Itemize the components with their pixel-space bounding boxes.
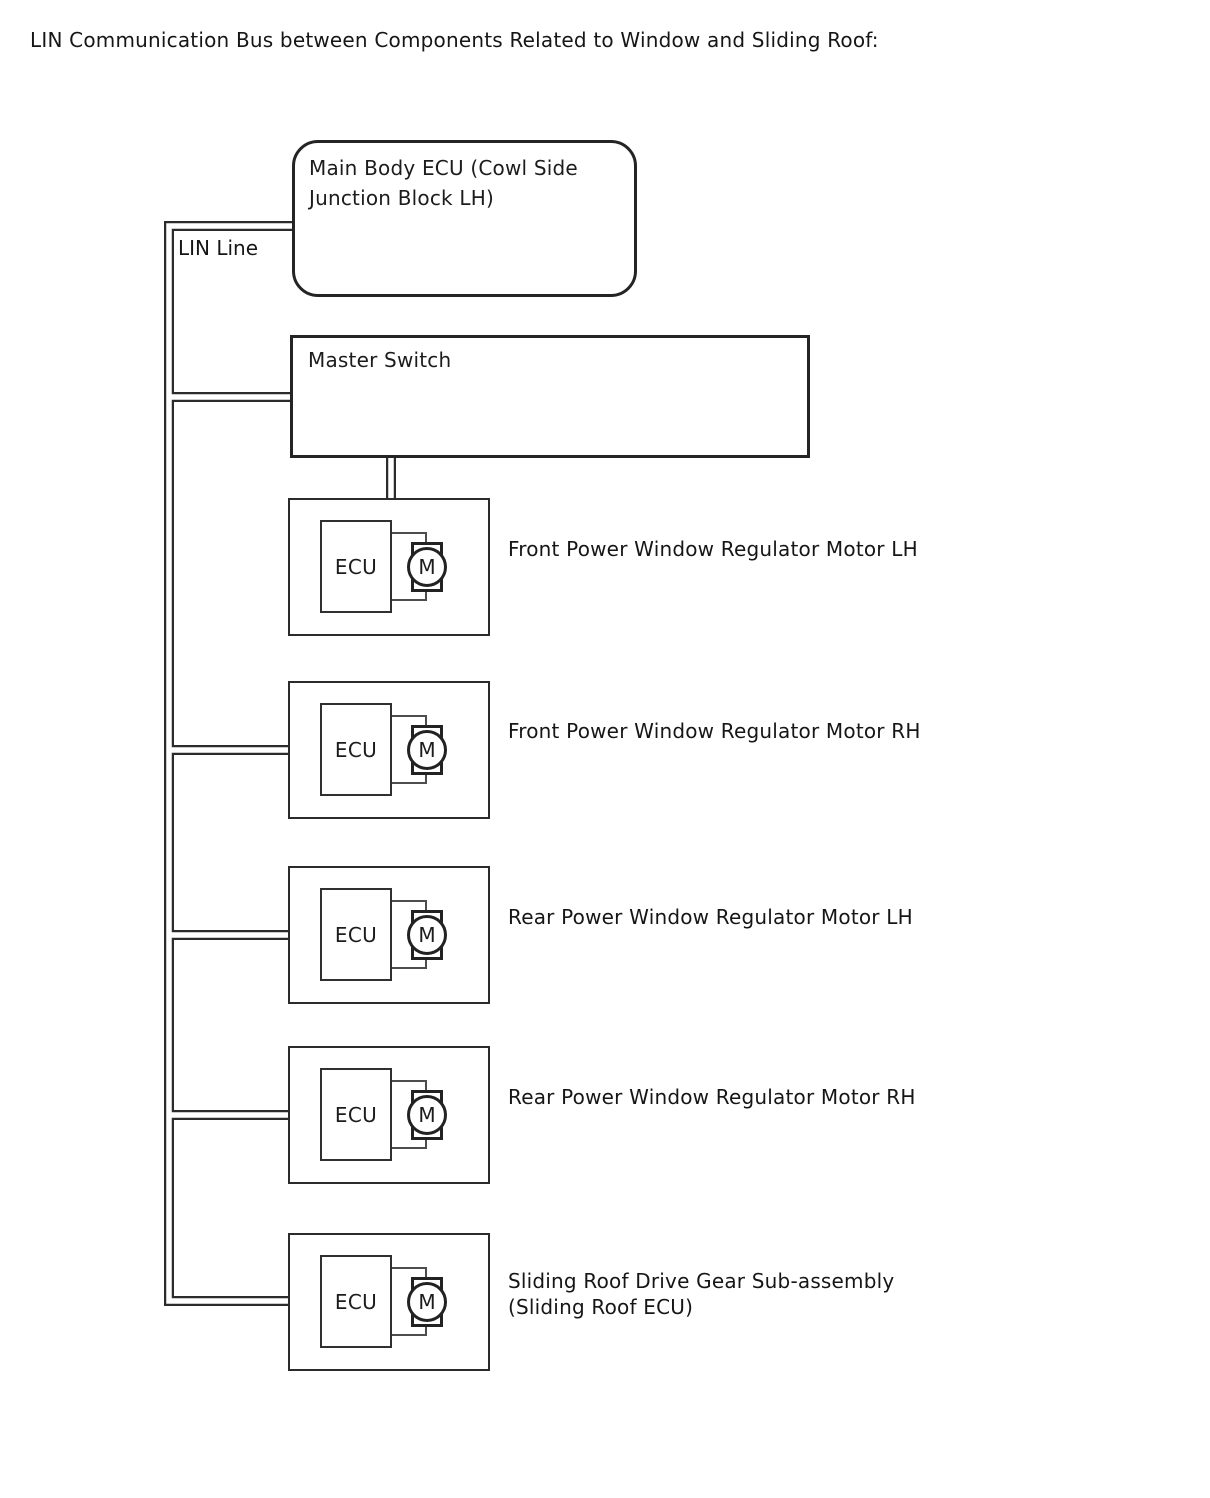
master-switch-label: Master Switch <box>308 348 452 372</box>
component-label-sliding-roof: Sliding Roof Drive Gear Sub-assembly (Sl… <box>508 1269 895 1319</box>
component-box-front-lh: ECU M <box>288 498 490 636</box>
component-box-sliding-roof: ECU M <box>288 1233 490 1371</box>
motor-wire-bottom <box>391 957 427 969</box>
motor-m-icon: M <box>407 730 447 770</box>
motor-wire-top <box>391 1080 427 1092</box>
motor-wire-top <box>391 1267 427 1279</box>
component-box-front-rh: ECU M <box>288 681 490 819</box>
component-box-rear-rh: ECU M <box>288 1046 490 1184</box>
main-body-ecu-node: Main Body ECU (Cowl Side Junction Block … <box>292 140 637 297</box>
ecu-box: ECU <box>320 1255 392 1348</box>
motor-wire-top <box>391 715 427 727</box>
motor-m-icon: M <box>407 915 447 955</box>
component-label-front-rh: Front Power Window Regulator Motor RH <box>508 719 921 743</box>
component-label-rear-rh: Rear Power Window Regulator Motor RH <box>508 1085 916 1109</box>
motor-wire-bottom <box>391 1137 427 1149</box>
master-switch-node: Master Switch <box>290 335 810 458</box>
component-box-rear-lh: ECU M <box>288 866 490 1004</box>
motor-wire-bottom <box>391 589 427 601</box>
motor-m-icon: M <box>407 547 447 587</box>
motor-m-icon: M <box>407 1095 447 1135</box>
ecu-box: ECU <box>320 888 392 981</box>
component-label-front-lh: Front Power Window Regulator Motor LH <box>508 537 918 561</box>
ecu-box: ECU <box>320 1068 392 1161</box>
motor-m-icon: M <box>407 1282 447 1322</box>
component-label-rear-lh: Rear Power Window Regulator Motor LH <box>508 905 913 929</box>
motor-wire-top <box>391 900 427 912</box>
ecu-box: ECU <box>320 703 392 796</box>
ecu-box: ECU <box>320 520 392 613</box>
diagram-title: LIN Communication Bus between Components… <box>30 28 879 52</box>
lin-line-label: LIN Line <box>178 236 259 260</box>
motor-wire-bottom <box>391 772 427 784</box>
main-body-ecu-label: Main Body ECU (Cowl Side Junction Block … <box>309 156 578 210</box>
motor-wire-top <box>391 532 427 544</box>
motor-wire-bottom <box>391 1324 427 1336</box>
